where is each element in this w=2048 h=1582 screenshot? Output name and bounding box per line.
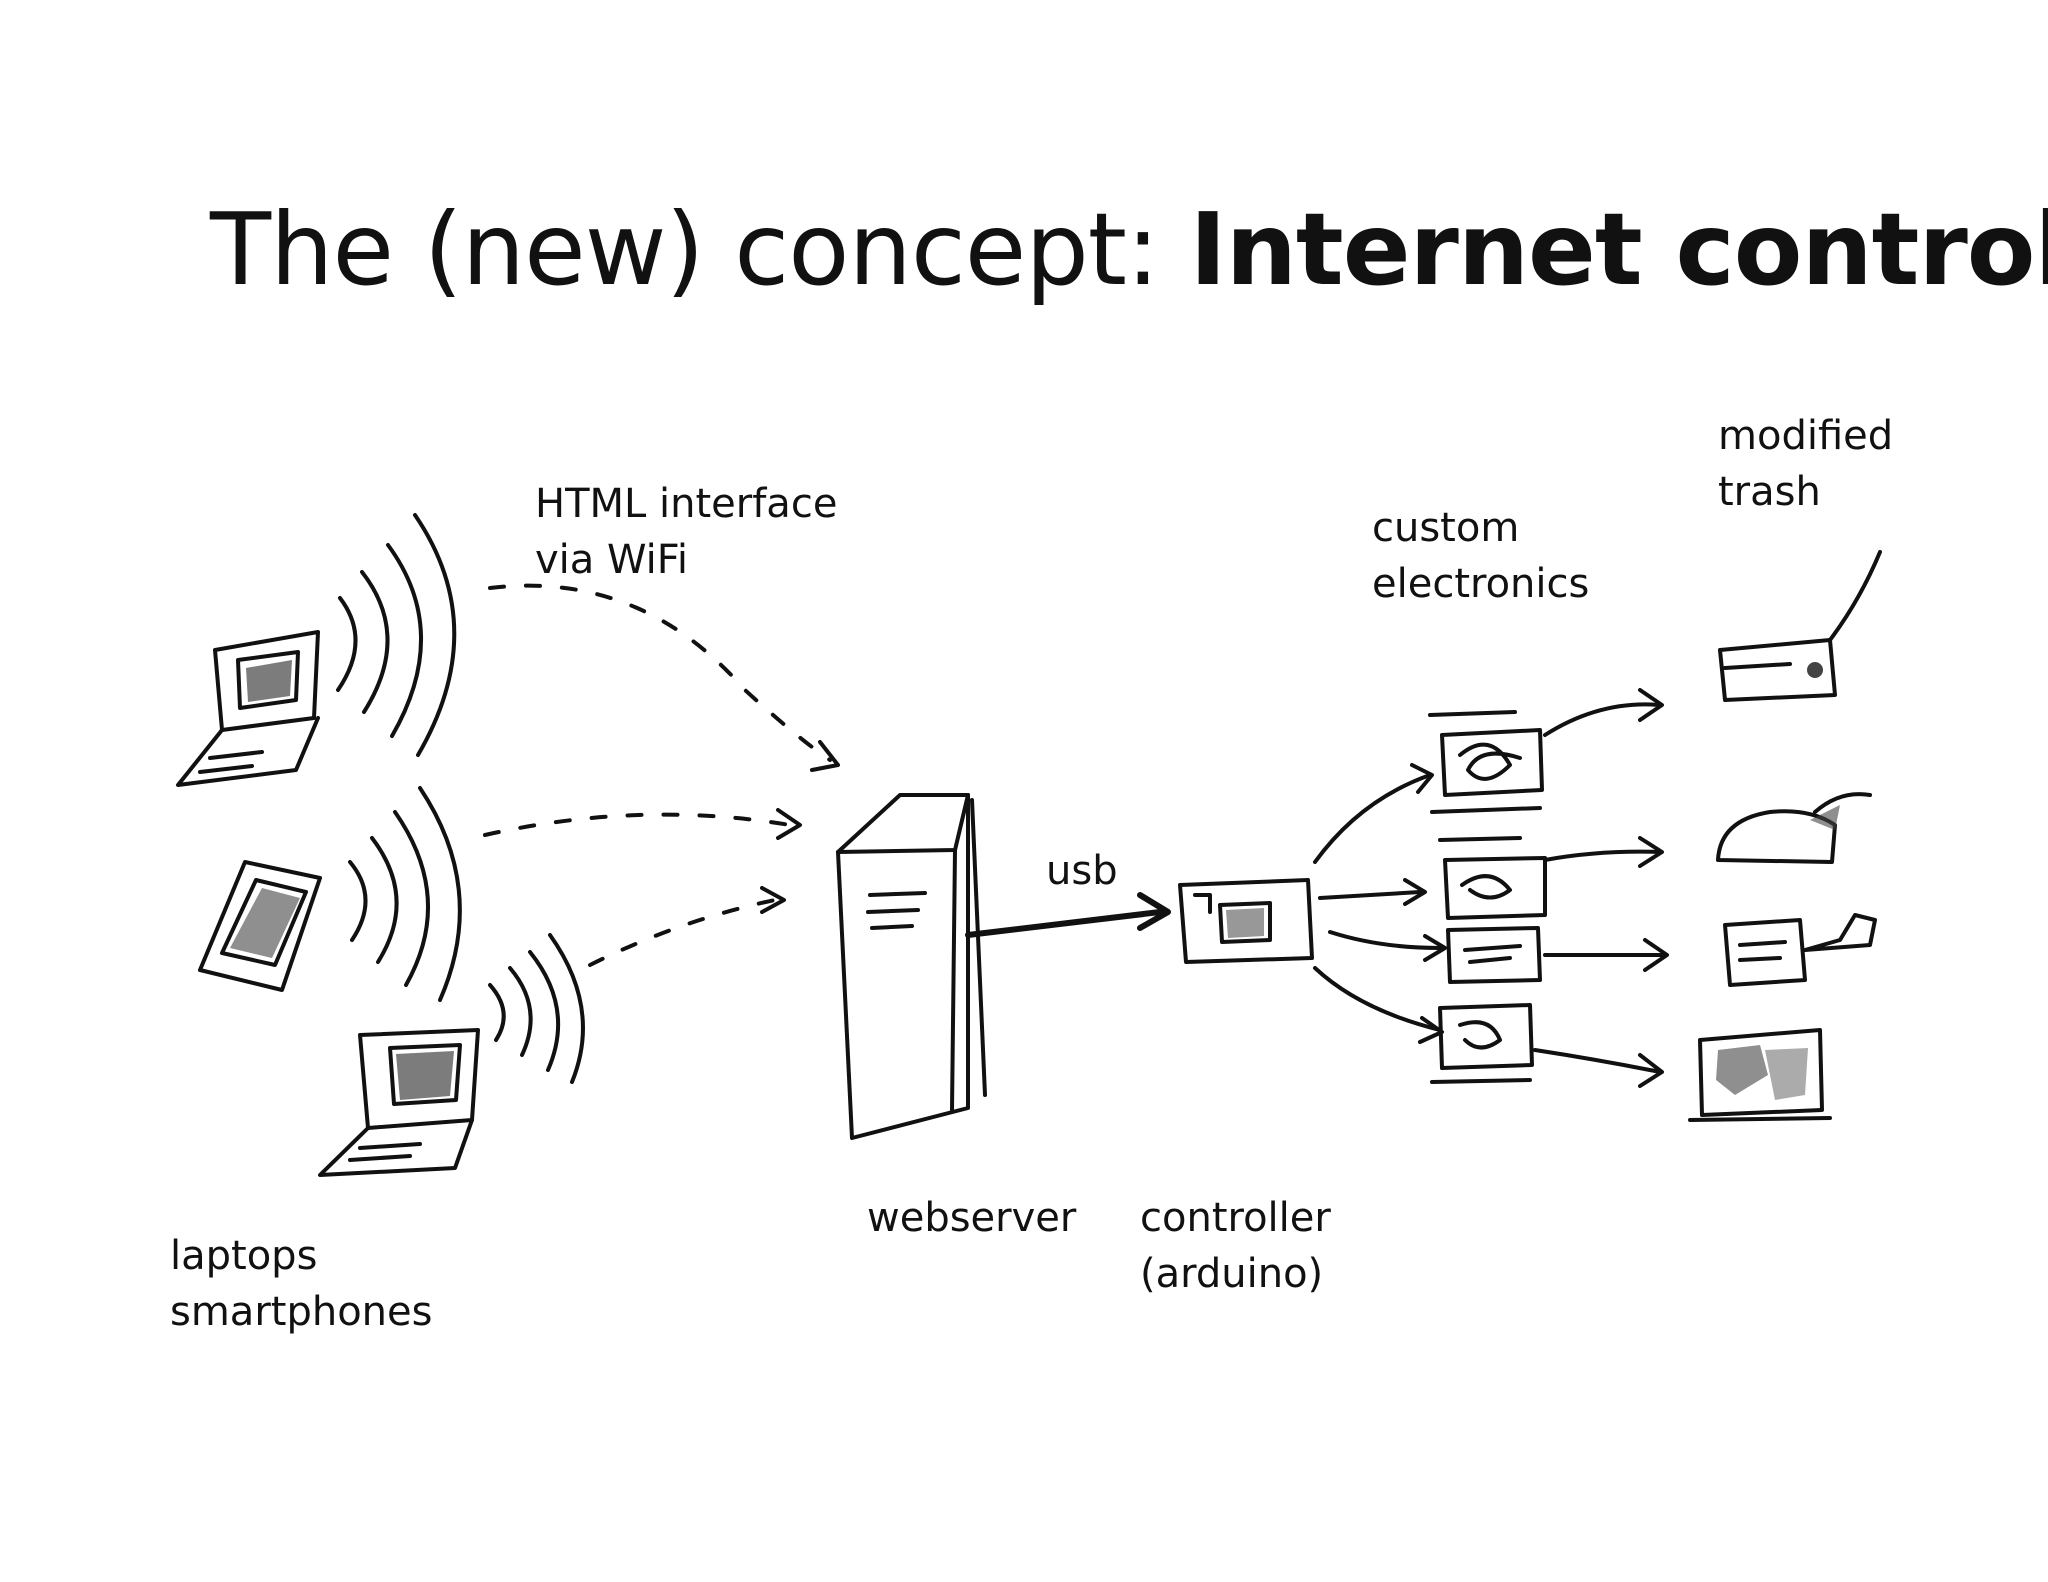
controller-icon xyxy=(1178,878,1314,964)
modified-trash-label: modified trash xyxy=(1718,413,1894,515)
electronics-board-icon xyxy=(1428,710,1544,814)
title-plain: The (new) concept: xyxy=(210,191,1190,308)
usb-label: usb xyxy=(1046,848,1118,894)
webserver-icon xyxy=(836,793,987,1140)
wifi-link-top xyxy=(488,583,832,762)
laptop-icon-bottom xyxy=(318,1028,480,1177)
custom-electronics-label: custom electronics xyxy=(1372,505,1590,607)
wifi-waves-icon xyxy=(336,513,585,1084)
electronics-board-icon xyxy=(1446,926,1542,984)
webserver-label: webserver xyxy=(867,1195,1077,1241)
output-arrows xyxy=(1533,688,1669,1088)
modified-trash-icon xyxy=(1718,550,1882,702)
electronics-board-icon xyxy=(1430,1003,1534,1084)
controller-label: controller (arduino) xyxy=(1140,1195,1331,1297)
arrowhead-icon xyxy=(810,740,840,772)
laptop-icon-top xyxy=(176,630,320,787)
arrowhead-icon xyxy=(776,808,802,840)
arrowhead-icon xyxy=(1137,892,1171,931)
modified-trash-icon xyxy=(1688,1028,1832,1122)
usb-link xyxy=(965,909,1163,938)
electronics-board-icon xyxy=(1438,836,1547,920)
title-bold: Internet control xyxy=(1189,191,2048,308)
controller-branches xyxy=(1313,763,1447,1044)
devices-label: laptops smartphones xyxy=(170,1233,433,1335)
slide-title: The (new) concept: Internet control xyxy=(210,200,2048,300)
arrowhead-icon xyxy=(760,886,786,914)
smartphone-icon xyxy=(198,860,322,992)
wifi-link-middle xyxy=(483,812,792,837)
modified-trash-icon xyxy=(1723,913,1877,987)
html-interface-label: HTML interface via WiFi xyxy=(535,481,838,583)
wifi-link-bottom xyxy=(588,898,777,967)
modified-trash-icon xyxy=(1716,792,1872,864)
